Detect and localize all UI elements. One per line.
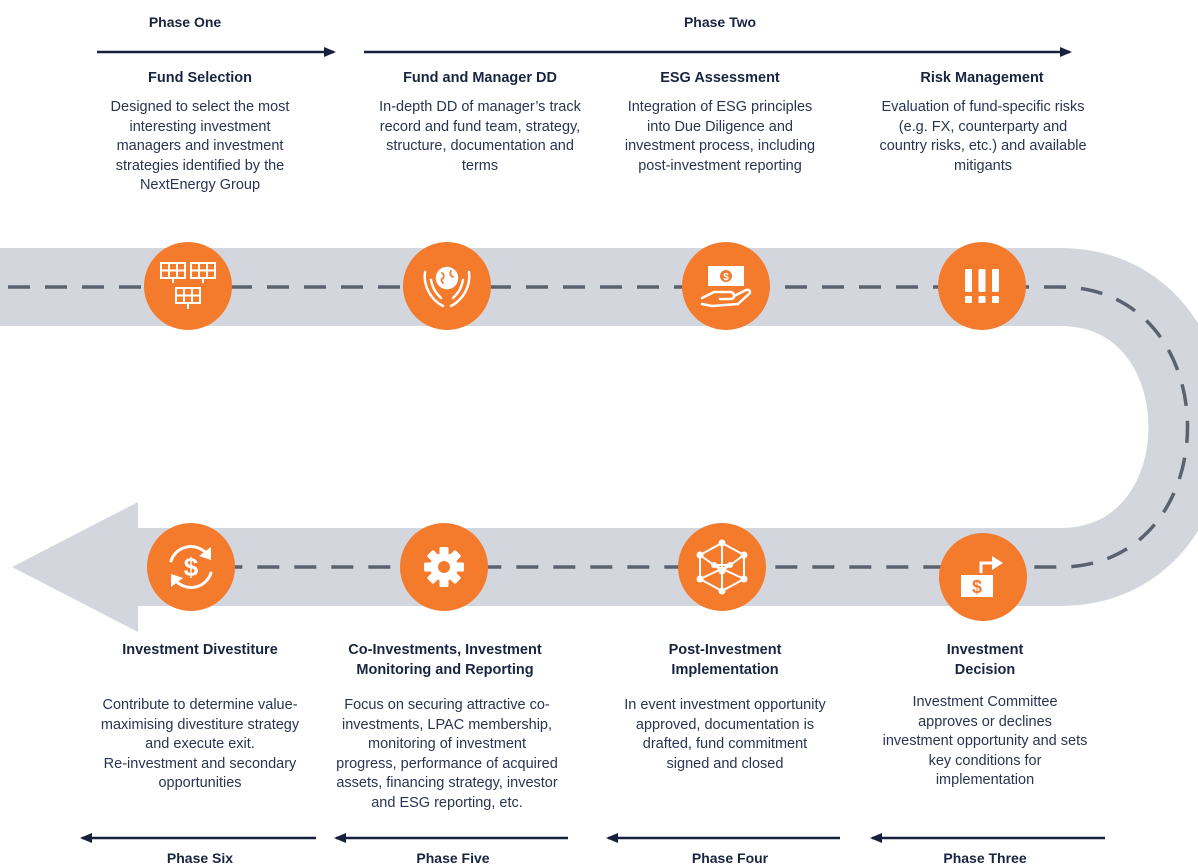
divestiture-node: $ bbox=[147, 523, 235, 611]
phase-four-label: Phase Four bbox=[691, 850, 769, 866]
gear-icon bbox=[424, 547, 464, 587]
step-3-title: ESG Assessment bbox=[660, 70, 780, 86]
phase-six-label: Phase Six bbox=[166, 850, 234, 866]
globe-in-hands-icon bbox=[423, 266, 471, 308]
risk-management-node bbox=[938, 242, 1026, 330]
svg-text:$: $ bbox=[184, 552, 199, 582]
network-cube-icon bbox=[696, 539, 748, 595]
svg-text:$: $ bbox=[723, 272, 729, 283]
fund-manager-dd-node bbox=[403, 242, 491, 330]
step-1-title: Fund Selection bbox=[148, 70, 252, 86]
esg-assessment-node: $ bbox=[682, 242, 770, 330]
step-2-title: Fund and Manager DD bbox=[403, 70, 557, 86]
step-8-title: Investment Divestiture bbox=[122, 642, 278, 658]
step-6-desc: In event investment opportunity approved… bbox=[624, 697, 826, 772]
money-in-hand-icon: $ bbox=[700, 266, 752, 308]
svg-text:$: $ bbox=[972, 577, 982, 597]
step-5-desc: Investment Committee approves or decline… bbox=[882, 694, 1088, 788]
fund-selection-node bbox=[144, 242, 232, 330]
step-4-title: Risk Management bbox=[920, 70, 1044, 86]
phase-one-label: Phase One bbox=[148, 14, 222, 30]
step-7-title: Co-Investments, Investment Monitoring an… bbox=[348, 642, 542, 678]
phase-three-label: Phase Three bbox=[943, 850, 1027, 866]
step-1-desc: Designed to select the most interesting … bbox=[110, 99, 290, 193]
step-4-desc: Evaluation of fund-specific risks (e.g. … bbox=[879, 99, 1087, 174]
solar-panels-icon bbox=[160, 262, 216, 309]
step-8-desc: Contribute to determine value- maximisin… bbox=[100, 697, 300, 791]
step-3-desc: Integration of ESG principles into Due D… bbox=[624, 99, 816, 174]
step-7-desc: Focus on securing attractive co- investm… bbox=[336, 697, 558, 811]
exclamation-icon bbox=[965, 269, 999, 303]
road-arrow-head bbox=[12, 502, 138, 632]
step-2-desc: In-depth DD of manager’s track record an… bbox=[379, 99, 581, 174]
phase-five-label: Phase Five bbox=[416, 850, 490, 866]
dollar-box-arrow-icon: $ bbox=[961, 556, 1003, 597]
step-6-title: Post-Investment Implementation bbox=[668, 642, 782, 678]
post-investment-node bbox=[678, 523, 766, 611]
co-investments-node bbox=[400, 523, 488, 611]
step-5-title: Investment Decision bbox=[946, 642, 1024, 678]
investment-decision-node: $ bbox=[939, 533, 1027, 621]
phase-two-label: Phase Two bbox=[683, 14, 757, 30]
road-center-line bbox=[8, 285, 1190, 569]
dollar-cycle-icon: $ bbox=[169, 545, 213, 589]
